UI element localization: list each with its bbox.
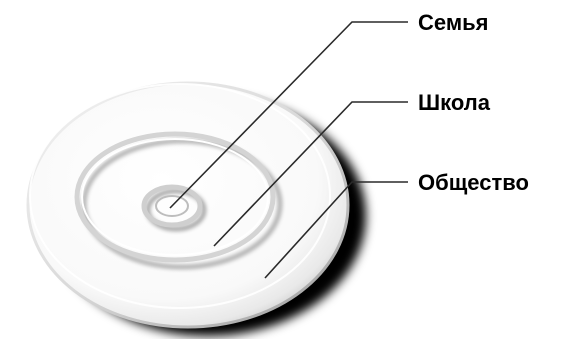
label-society: Общество	[418, 170, 529, 195]
label-school: Школа	[418, 90, 491, 115]
label-family: Семья	[418, 10, 488, 35]
